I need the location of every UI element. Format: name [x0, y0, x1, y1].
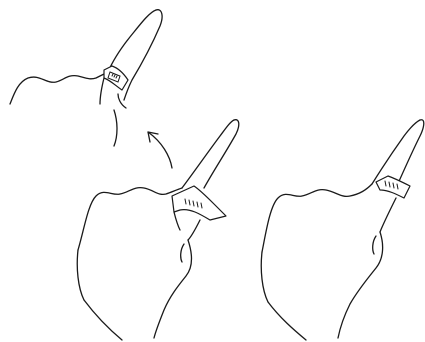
- hand2-crease: [181, 244, 184, 262]
- panel-finger-with-ring-sizer: [10, 10, 162, 146]
- finger2-under-right: [188, 220, 200, 240]
- finger3-right-edge: [396, 120, 424, 188]
- hand3-crease: [373, 236, 376, 254]
- hand3-knuckles-outline: [262, 184, 372, 252]
- panel-hand-with-tightened-sizer: [261, 120, 424, 340]
- hand2-knuckles-outline: [78, 188, 182, 250]
- panel-hand-with-sizer-strip: [77, 120, 239, 340]
- hand-side-outline: [114, 110, 117, 146]
- arrow-shaft: [148, 132, 172, 168]
- hand2-wrist-left: [84, 300, 122, 340]
- hand3-thumb-outline: [338, 232, 383, 338]
- ring-sizer-strip: [172, 186, 226, 220]
- hand2-thumb-outline: [154, 240, 192, 338]
- hand3-wrist-left: [268, 302, 306, 340]
- finger3-under-right: [380, 198, 396, 232]
- ring-sizer-tightened-band: [376, 176, 410, 198]
- finger-base-line: [100, 78, 104, 104]
- finger-right-edge: [124, 10, 162, 100]
- hand-knuckles-outline: [10, 72, 108, 104]
- finger2-right-edge: [204, 120, 239, 188]
- finger-left-edge: [108, 10, 156, 72]
- finger2-under-left: [174, 212, 180, 230]
- hand2-left-outline: [77, 250, 84, 300]
- curved-arrow-icon: [148, 132, 172, 168]
- finger2-left-edge: [182, 120, 234, 188]
- hand3-left-outline: [261, 252, 268, 302]
